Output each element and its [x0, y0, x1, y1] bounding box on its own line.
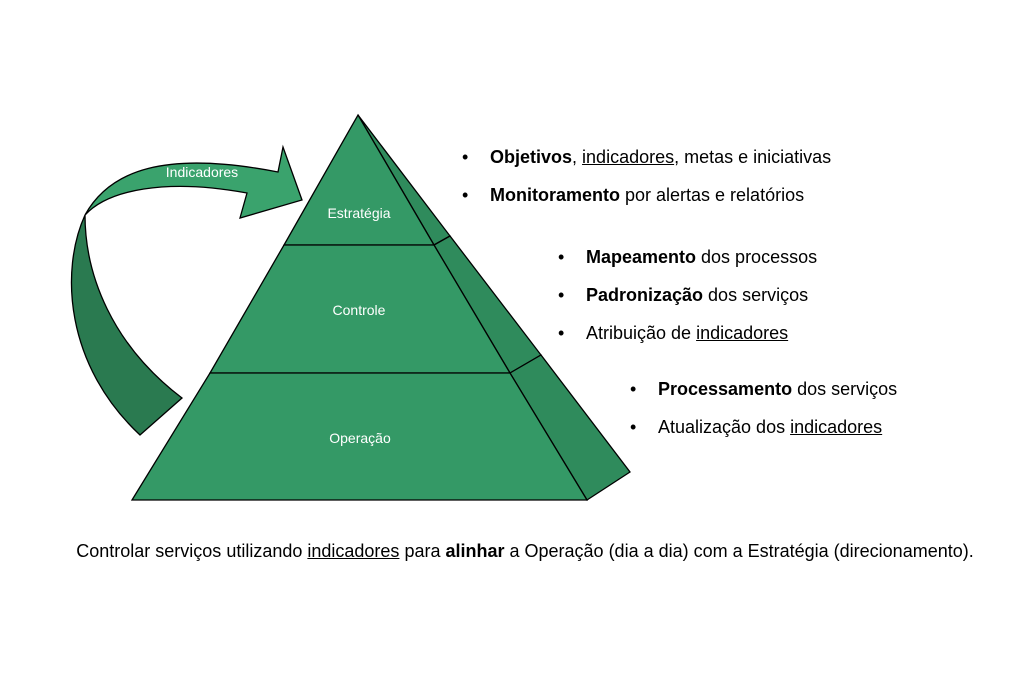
- tier-label-estrategia: Estratégia: [327, 205, 390, 221]
- bullet-item: Atualização dos indicadores: [630, 415, 897, 453]
- bullet-item: Objetivos, indicadores, metas e iniciati…: [462, 145, 831, 183]
- tier-label-operacao: Operação: [329, 430, 391, 446]
- caption: Controlar serviços utilizando indicadore…: [76, 541, 974, 561]
- bullet-item: Mapeamento dos processos: [558, 245, 817, 283]
- tier-operacao: [130, 372, 589, 501]
- arrow-body: [84, 144, 303, 219]
- bullet-item: Processamento dos serviços: [630, 377, 897, 415]
- arrow-tail: [70, 214, 184, 436]
- arrow-label: Indicadores: [166, 164, 238, 180]
- bullet-item: Atribuição de indicadores: [558, 321, 817, 359]
- bullet-list-estrategia: Objetivos, indicadores, metas e iniciati…: [462, 145, 831, 221]
- bullet-list-controle: Mapeamento dos processos Padronização do…: [558, 245, 817, 359]
- bullet-list-operacao: Processamento dos serviços Atualização d…: [630, 377, 897, 453]
- tier-estrategia: [282, 113, 436, 246]
- tier-label-controle: Controle: [333, 302, 386, 318]
- bullet-item: Padronização dos serviços: [558, 283, 817, 321]
- bullet-item: Monitoramento por alertas e relatórios: [462, 183, 831, 221]
